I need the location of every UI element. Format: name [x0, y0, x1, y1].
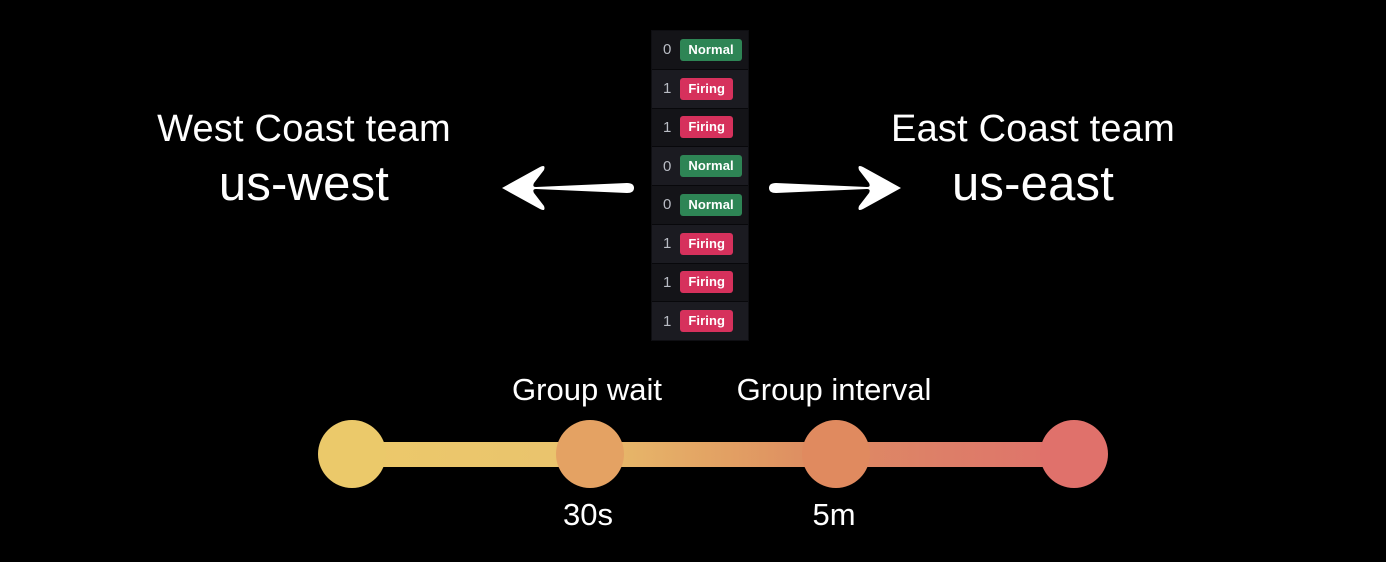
- west-coast-team-block: West Coast team us-west: [94, 104, 514, 214]
- east-coast-team-name: us-east: [951, 157, 1115, 211]
- timeline-dot-end[interactable]: [1040, 420, 1108, 488]
- status-badge: Firing: [680, 271, 734, 294]
- timeline-gradient-bar: [346, 442, 1080, 467]
- alert-status-panel: 0 Normal 1 Firing 1 Firing 0 Normal 0 No…: [652, 31, 748, 340]
- alert-row[interactable]: 1 Firing: [652, 263, 748, 303]
- timeline-dot-group-interval[interactable]: [802, 420, 870, 488]
- status-badge: Firing: [680, 77, 734, 100]
- status-badge: Firing: [680, 310, 734, 333]
- alert-count: 1: [663, 312, 672, 330]
- alert-row[interactable]: 1 Firing: [652, 69, 748, 109]
- timeline-dot-start[interactable]: [318, 420, 386, 488]
- east-coast-team-block: East Coast team us-east: [823, 104, 1243, 214]
- east-coast-team-title: East Coast team: [891, 108, 1175, 150]
- group-wait-value: 30s: [563, 497, 613, 532]
- status-badge: Normal: [680, 38, 742, 61]
- timeline: [318, 420, 1108, 488]
- arrow-right-icon: [769, 163, 909, 213]
- alert-row[interactable]: 0 Normal: [652, 147, 748, 186]
- alert-count: 0: [663, 157, 672, 175]
- alert-row[interactable]: 1 Firing: [652, 302, 748, 340]
- alert-count: 1: [663, 118, 672, 136]
- alert-count: 0: [663, 41, 672, 59]
- alert-count: 1: [663, 235, 672, 253]
- alert-row[interactable]: 0 Normal: [652, 31, 748, 70]
- status-badge: Normal: [680, 193, 742, 216]
- status-badge: Normal: [680, 155, 742, 178]
- alert-row[interactable]: 1 Firing: [652, 224, 748, 264]
- group-wait-label: Group wait: [512, 372, 662, 407]
- status-badge: Firing: [680, 232, 734, 255]
- alert-row[interactable]: 0 Normal: [652, 186, 748, 225]
- alert-count: 1: [663, 80, 672, 98]
- alert-count: 1: [663, 273, 672, 291]
- arrow-left-icon: [494, 163, 634, 213]
- alert-row[interactable]: 1 Firing: [652, 108, 748, 148]
- west-coast-team-title: West Coast team: [157, 108, 451, 150]
- status-badge: Firing: [680, 116, 734, 139]
- west-coast-team-name: us-west: [218, 157, 390, 211]
- timeline-dot-group-wait[interactable]: [556, 420, 624, 488]
- group-interval-value: 5m: [812, 497, 856, 532]
- group-interval-label: Group interval: [736, 372, 932, 407]
- alert-count: 0: [663, 196, 672, 214]
